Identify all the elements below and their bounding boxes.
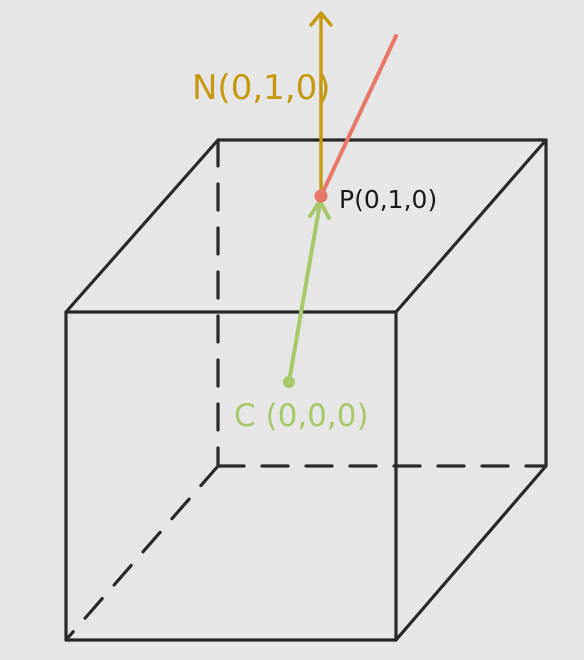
center-to-point-vector xyxy=(287,199,331,384)
incident-ray xyxy=(319,34,398,198)
point-label: P(0,1,0) xyxy=(339,185,437,214)
center-label: C (0,0,0) xyxy=(234,398,369,434)
center-vector-shaft xyxy=(287,201,322,384)
center-point-dot xyxy=(283,376,295,388)
normal-label: N(0,1,0) xyxy=(192,68,330,108)
cube-top-face xyxy=(64,138,548,314)
normal-arrow xyxy=(309,11,333,198)
cube-hidden-edges xyxy=(64,138,548,642)
hidden-edge-diagonal xyxy=(64,464,220,642)
cube-visible-edges xyxy=(64,138,548,642)
normal-arrow-head xyxy=(309,11,333,27)
intersection-point-dot xyxy=(314,189,328,203)
cube-front-face xyxy=(64,310,398,642)
cube-right-face xyxy=(394,138,548,642)
